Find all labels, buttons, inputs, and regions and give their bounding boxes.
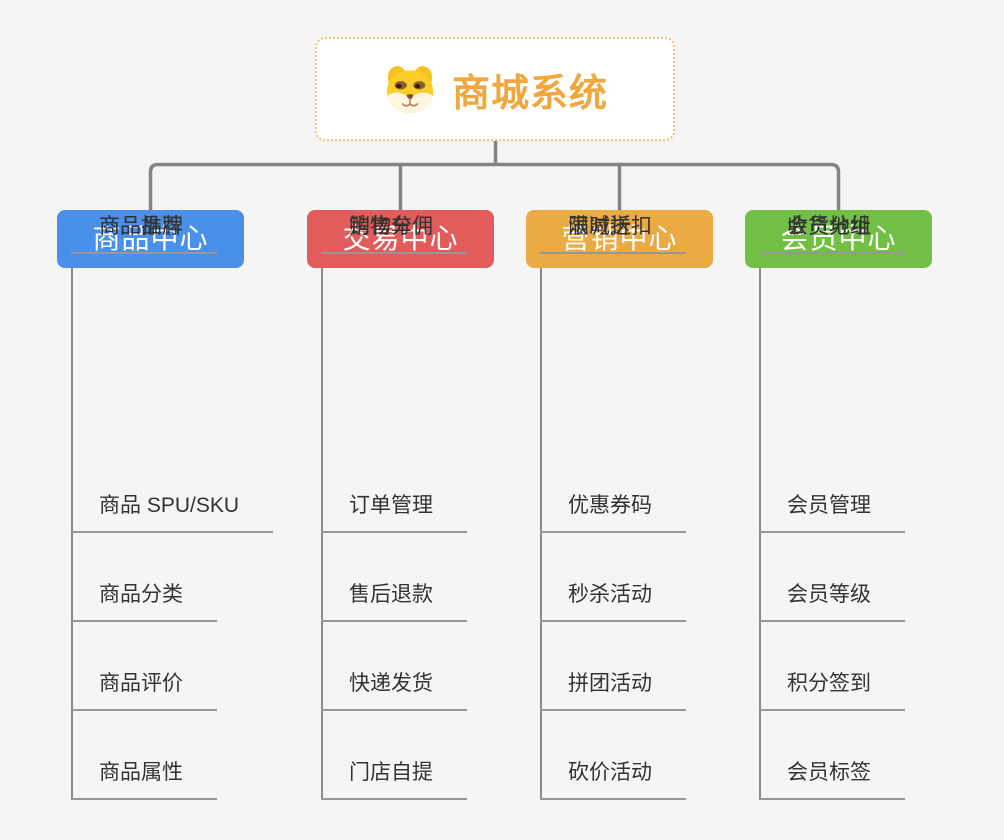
leaf-node[interactable]: 会员管理	[759, 489, 905, 533]
leaf-node[interactable]: 商品 SPU/SKU	[71, 489, 274, 533]
leaf-node[interactable]: 售后退款	[321, 578, 467, 622]
branch-trunk-line	[71, 268, 73, 800]
branch-header-member[interactable]: 会员中心	[745, 210, 932, 268]
leaf-node[interactable]: 会员标签	[759, 756, 905, 800]
leaf-node[interactable]: 门店自提	[321, 756, 467, 800]
branch-header-trade[interactable]: 交易中心	[307, 210, 494, 268]
leaf-node[interactable]: 会员等级	[759, 578, 905, 622]
dog-face-icon	[386, 65, 434, 114]
leaf-node[interactable]: 满减送	[540, 210, 665, 254]
branch-marketing-center: 营销中心 优惠券码 秒杀活动 拼团活动 砍价活动 限时折扣 满减送	[526, 210, 786, 820]
root-node[interactable]: 商城系统	[315, 37, 675, 141]
leaf-node[interactable]: 订单管理	[321, 489, 467, 533]
leaf-node[interactable]: 商品属性	[71, 756, 217, 800]
leaf-node[interactable]: 收货地址	[759, 210, 905, 254]
root-title: 商城系统	[451, 72, 608, 115]
leaf-node[interactable]: 商品评价	[71, 667, 217, 711]
leaf-node[interactable]: 销售分佣	[321, 210, 467, 254]
branch-member-center: 会员中心 会员管理 会员等级 积分签到 会员标签 会员分组 收货地址	[745, 210, 1004, 820]
leaf-node[interactable]: 商品品牌	[71, 210, 217, 254]
leaf-node[interactable]: 拼团活动	[540, 667, 686, 711]
leaf-node[interactable]: 积分签到	[759, 667, 905, 711]
branch-trunk-line	[759, 268, 761, 800]
leaf-node[interactable]: 快递发货	[321, 667, 467, 711]
branch-header-marketing[interactable]: 营销中心	[526, 210, 713, 268]
branch-elbow-line	[148, 162, 841, 211]
leaf-node[interactable]: 商品分类	[71, 578, 217, 622]
branch-trunk-line	[321, 268, 323, 800]
leaf-node[interactable]: 砍价活动	[540, 756, 686, 800]
leaf-node[interactable]: 优惠券码	[540, 489, 686, 533]
branch-trunk-line	[540, 268, 542, 800]
branch-product-center: 商品中心 商品 SPU/SKU 商品分类 商品评价 商品属性 商品推荐 商品品牌	[57, 210, 317, 820]
branch-trade-center: 交易中心 订单管理 售后退款 快递发货 门店自提 购物车 销售分佣	[307, 210, 567, 820]
branch-header-product[interactable]: 商品中心	[57, 210, 244, 268]
leaf-node[interactable]: 秒杀活动	[540, 578, 686, 622]
